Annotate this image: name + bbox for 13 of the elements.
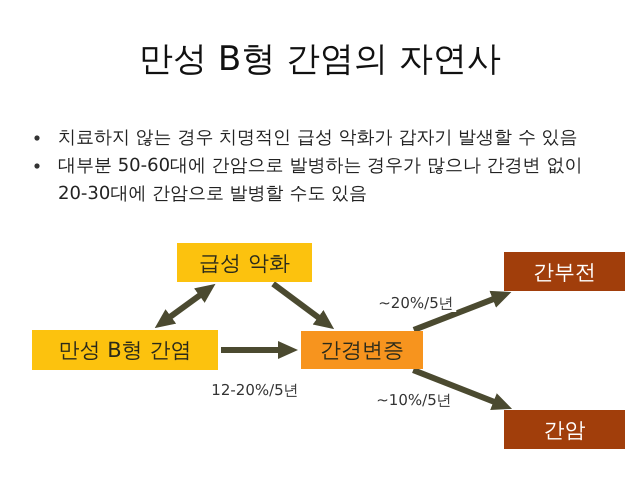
bullet-text: 대부분 50-60대에 간암으로 발병하는 경우가 많으나 간경변 없이 20-30대에 간암으로 발병할 수도 있음 [58,154,584,206]
arrow [271,281,334,330]
stage-box: 간부전 [504,252,625,291]
title: 만성 B형 간염의 자연사 [139,38,501,81]
bullet-text: 치료하지 않는 경우 치명적인 급성 악화가 갑자기 발생할 수 있음 [58,126,578,150]
stage-box: 간암 [504,410,625,449]
stage-box: 만성 B형 간염 [32,330,218,370]
stage-box: 간경변증 [301,331,423,369]
arrow [412,367,512,410]
arrow [412,290,512,333]
stage-box: 급성 악화 [177,243,312,282]
arrow [221,341,298,359]
double-arrow [154,284,216,328]
